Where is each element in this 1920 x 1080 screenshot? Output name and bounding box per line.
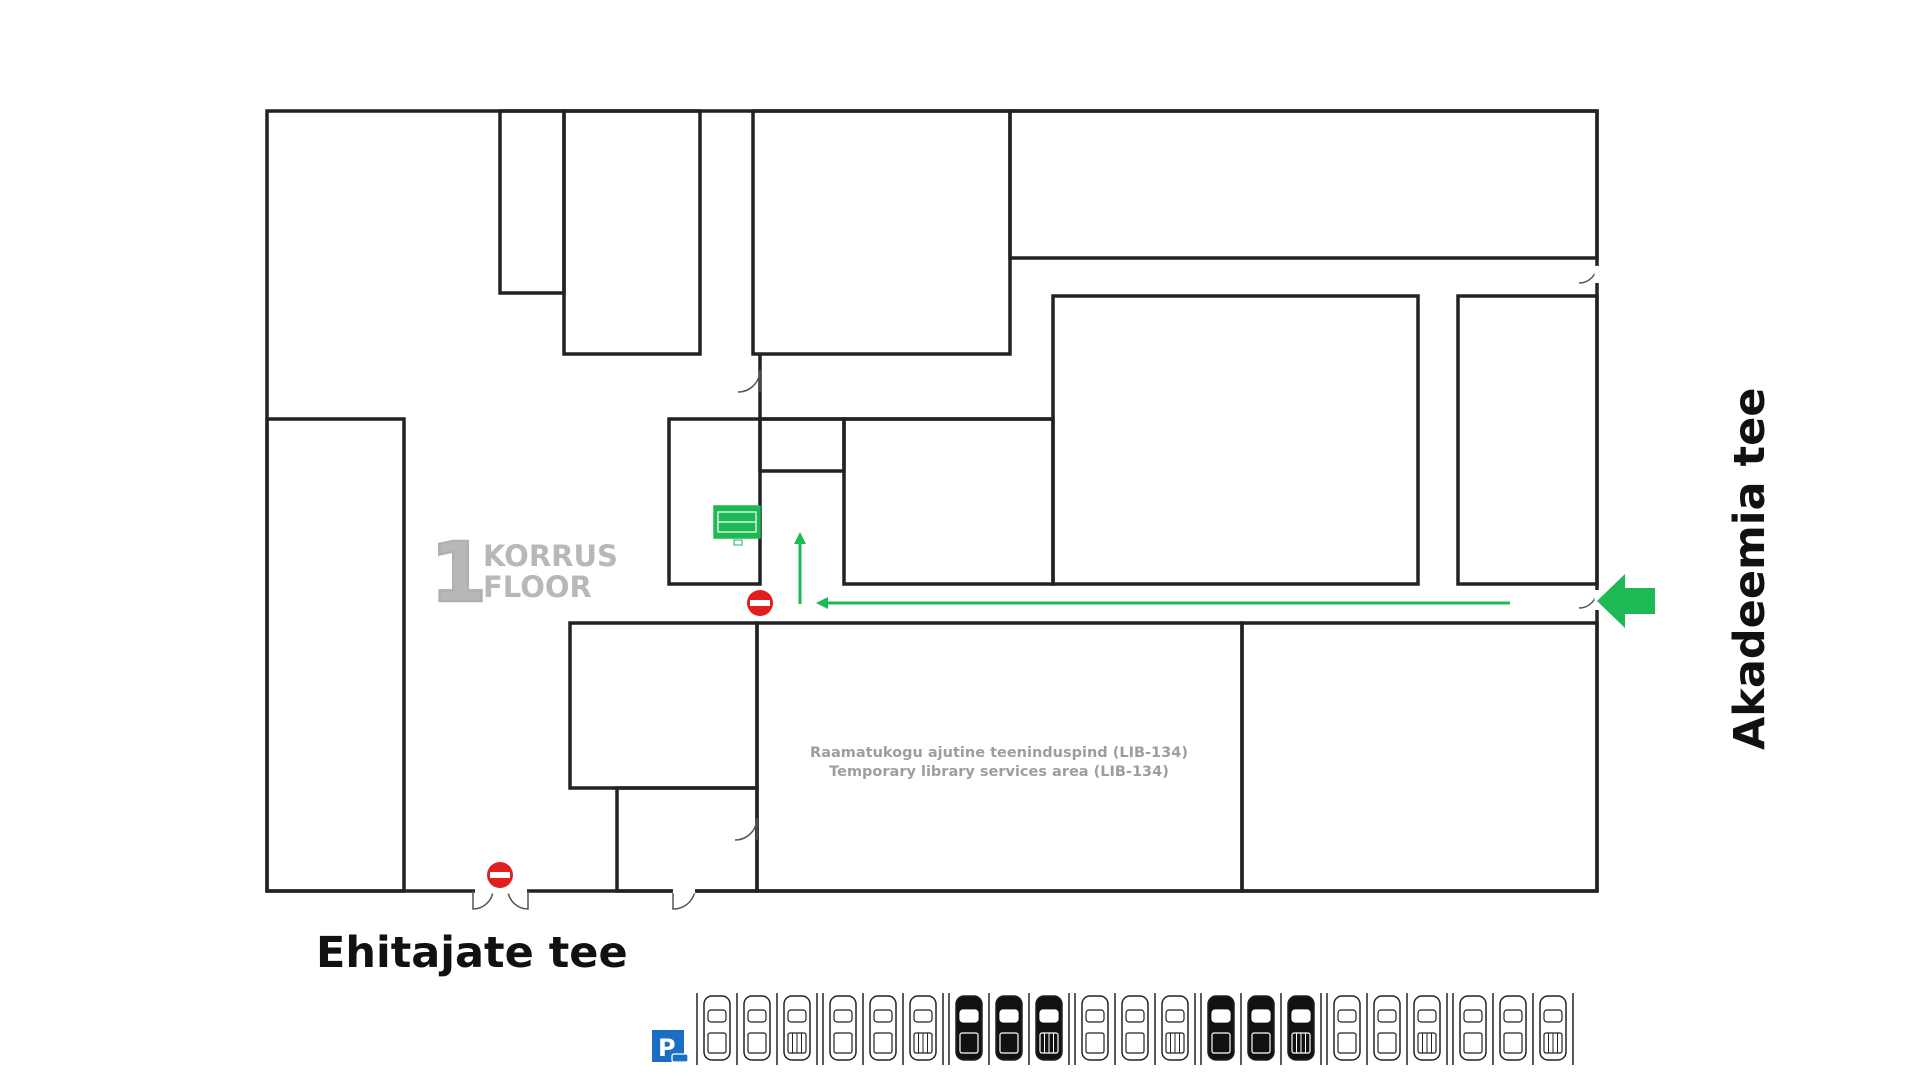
room-mid-left <box>842 417 1055 586</box>
room-lower-left <box>568 621 759 790</box>
floor-label-en: FLOOR <box>483 570 592 604</box>
route-arrowhead-up <box>794 532 806 544</box>
car-icon <box>955 995 983 1061</box>
room-name-et: Raamatukogu ajutine teeninduspind (LIB-1… <box>810 745 1188 761</box>
room-top-small-right <box>562 109 702 356</box>
room-exit-alcove <box>667 417 762 586</box>
arrow-icon <box>1597 574 1655 628</box>
floor-label-et: KORRUS <box>483 539 618 573</box>
room-left-tall <box>265 417 406 893</box>
car-icon <box>1459 995 1487 1061</box>
parking-icon: P <box>652 1030 689 1063</box>
room-mid-large <box>1051 294 1420 586</box>
room-top-center <box>751 109 1012 356</box>
car-icon <box>829 995 857 1061</box>
no-entry-icon <box>487 862 513 888</box>
floor-number: 1 <box>430 526 487 621</box>
doors <box>472 264 1600 910</box>
car-icon <box>1413 995 1441 1061</box>
door-right-upper <box>1578 264 1598 284</box>
car-icon <box>1035 995 1063 1061</box>
no-entry-icon <box>747 590 773 616</box>
car-icon <box>1207 995 1235 1061</box>
door-bottom-double <box>472 890 529 910</box>
door-lower-left <box>734 817 758 841</box>
parking-spaces <box>696 993 1574 1065</box>
parking-area: P <box>652 993 1574 1065</box>
door-main-entrance <box>1578 589 1598 609</box>
car-icon <box>703 995 731 1061</box>
car-icon <box>743 995 771 1061</box>
car-icon <box>1539 995 1567 1061</box>
room-top-small-left <box>498 109 566 295</box>
rooms <box>265 109 1599 893</box>
car-icon <box>1121 995 1149 1061</box>
exit-sign-icon <box>713 505 761 546</box>
car-icon <box>1247 995 1275 1061</box>
car-icon <box>1333 995 1361 1061</box>
street-label-right: Akadeemia tee <box>1725 388 1775 750</box>
car-icon <box>995 995 1023 1061</box>
car-icon <box>1373 995 1401 1061</box>
car-icon <box>1287 995 1315 1061</box>
parking-sign: P <box>658 1034 676 1062</box>
door-top-corridor <box>737 369 761 393</box>
car-icon <box>1161 995 1189 1061</box>
room-mid-right <box>1456 294 1599 586</box>
door-bottom-small <box>672 890 696 910</box>
car-icon <box>869 995 897 1061</box>
street-label-bottom: Ehitajate tee <box>316 928 628 978</box>
room-top-right-wide <box>1008 109 1599 260</box>
car-icon <box>783 995 811 1061</box>
floor-label: 1 KORRUS FLOOR <box>429 525 618 623</box>
room-small-square <box>758 417 846 473</box>
room-lower-right <box>1240 621 1599 893</box>
car-icon <box>909 995 937 1061</box>
room-label: Raamatukogu ajutine teeninduspind (LIB-1… <box>810 745 1188 780</box>
route <box>794 532 1655 628</box>
car-icon <box>1499 995 1527 1061</box>
route-arrowhead-left <box>816 597 828 609</box>
room-name-en: Temporary library services area (LIB-134… <box>829 764 1169 780</box>
car-icon <box>1081 995 1109 1061</box>
